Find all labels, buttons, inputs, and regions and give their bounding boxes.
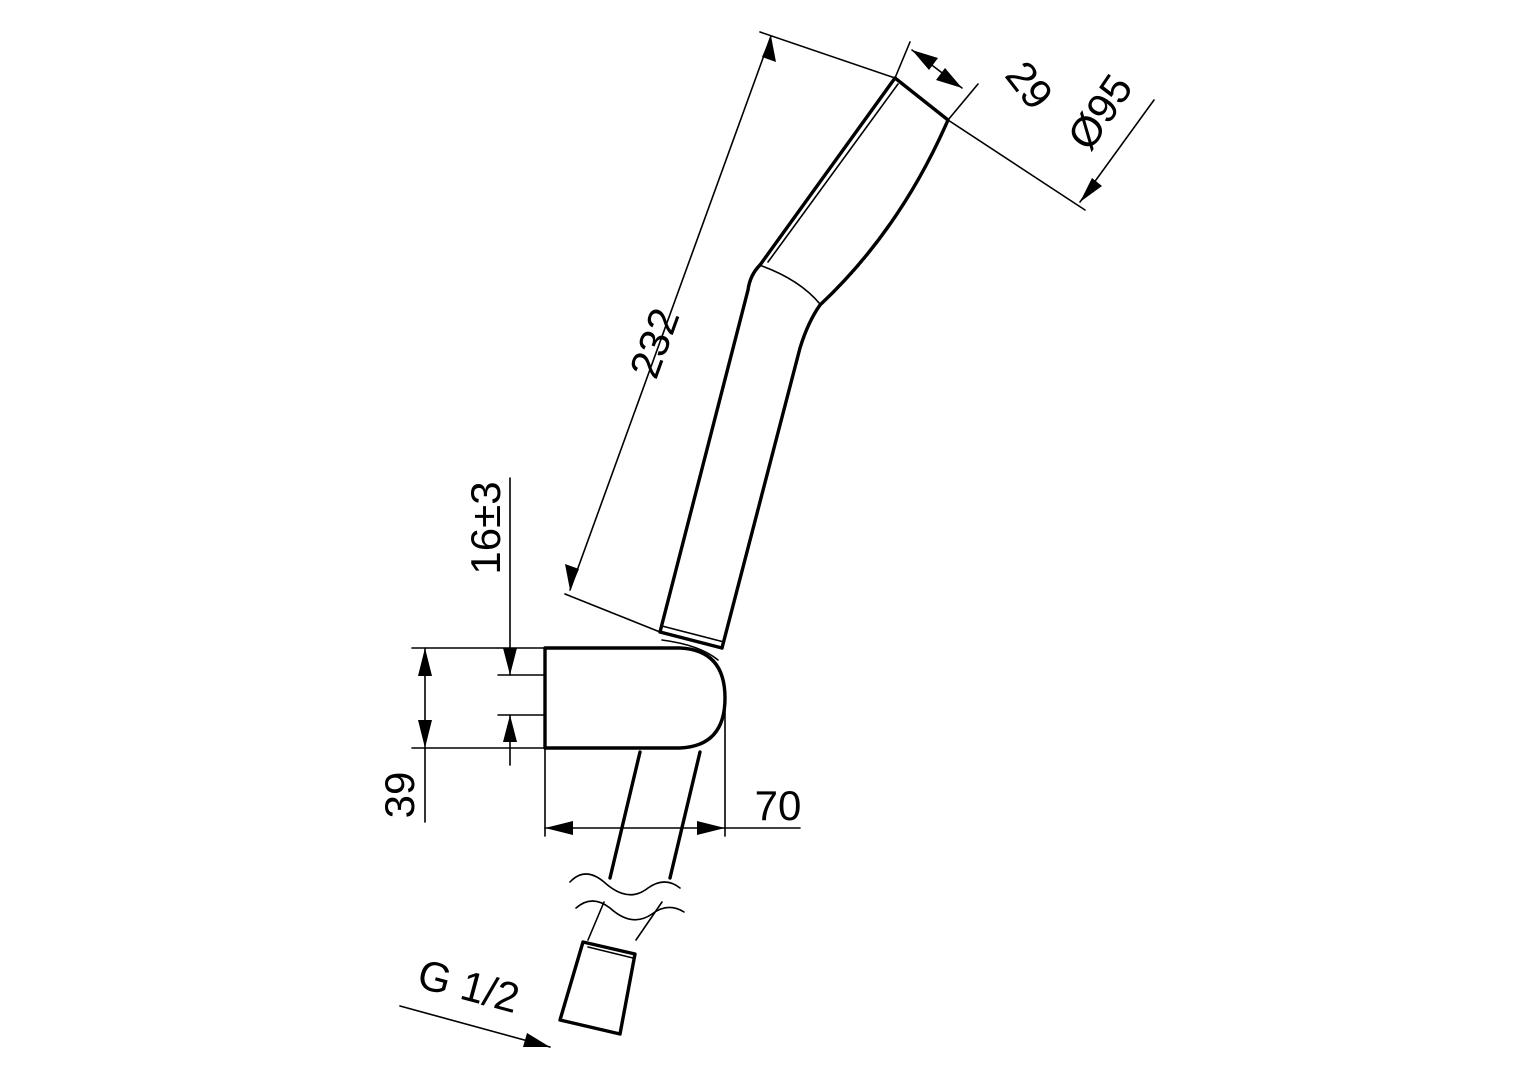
dimension-95-label: Ø95: [1058, 66, 1141, 158]
dimension-70: [544, 697, 801, 837]
shower-hose: [558, 750, 702, 1036]
dimension-39: [411, 647, 546, 823]
dimension-39-label: 39: [376, 772, 423, 819]
dimension-g-1-2: [399, 1005, 551, 1048]
hand-shower-outline: [658, 76, 950, 650]
dimension-95: [947, 99, 1155, 211]
dimension-232: [564, 31, 896, 633]
dimension-29: [894, 41, 979, 121]
wall-holder: [543, 639, 727, 750]
dimension-16-3: [497, 477, 546, 766]
dimension-29-label: 29: [997, 52, 1063, 118]
dimension-16-3-label: 16±3: [462, 481, 509, 574]
dimension-g-1-2-label: G 1/2: [413, 950, 524, 1022]
dimension-232-label: 232: [620, 302, 688, 384]
dimension-70-label: 70: [755, 782, 802, 829]
